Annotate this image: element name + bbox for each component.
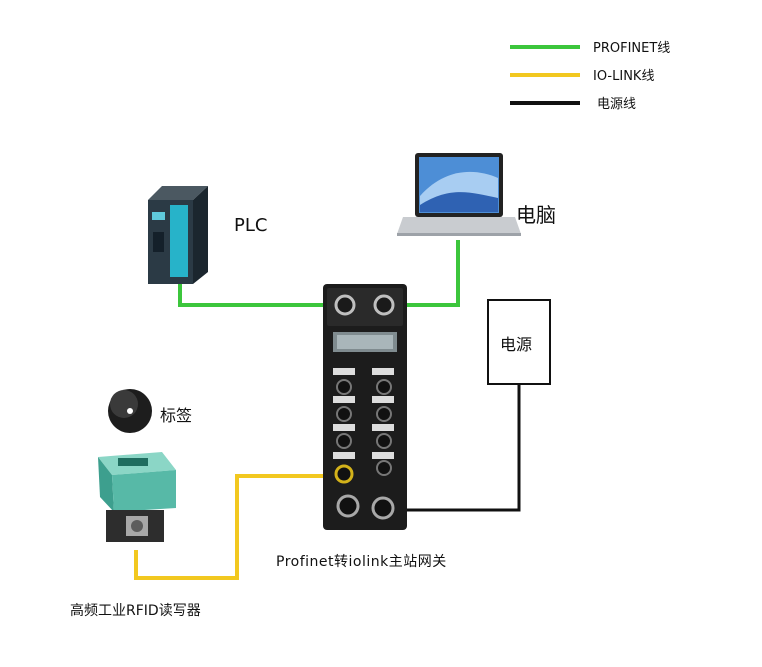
reader-logo — [118, 458, 148, 466]
legend-label-profinet: PROFINET线 — [593, 41, 671, 56]
profinet-line-plc — [178, 283, 338, 307]
legend-line-profinet — [510, 45, 580, 49]
gateway-label-5 — [333, 424, 355, 431]
reader-connector-pin — [131, 520, 143, 532]
label-power-supply: 电源 — [500, 335, 533, 354]
laptop-wallpaper-wave — [420, 192, 498, 212]
iolink-line-reader — [134, 474, 342, 580]
connection-lines — [134, 240, 521, 580]
gateway-io-port — [336, 433, 352, 449]
laptop-device — [397, 153, 521, 236]
gateway-label-4 — [372, 396, 394, 403]
tag-disc-highlight — [110, 390, 138, 418]
label-computer: 电脑 — [516, 203, 556, 227]
rfid-tag — [108, 389, 152, 433]
gateway-label-6 — [372, 424, 394, 431]
gateway-io-port — [376, 433, 392, 449]
power-line — [392, 384, 521, 512]
label-tag: 标签 — [160, 406, 193, 425]
gateway-io-port — [336, 406, 352, 422]
profinet-line-computer — [388, 240, 460, 307]
gateway-label-2 — [372, 368, 394, 375]
gateway-power-port-2 — [371, 496, 395, 520]
gateway-port-profinet-2 — [373, 294, 395, 316]
gateway-device — [323, 284, 407, 530]
plc-display-strip — [170, 205, 188, 277]
gateway-label-1 — [333, 368, 355, 375]
gateway-label-7 — [333, 452, 355, 459]
gateway-io-port — [376, 460, 392, 476]
gateway-io-port-iolink — [334, 464, 354, 484]
gateway-label-8 — [372, 452, 394, 459]
gateway-io-port — [376, 406, 392, 422]
power-supply-box — [487, 299, 551, 385]
gateway-port-profinet-1 — [334, 294, 356, 316]
reader-side — [112, 470, 176, 512]
label-gateway: Profinet转iolink主站网关 — [276, 554, 447, 570]
laptop-base — [397, 217, 521, 234]
gateway-status-window — [337, 335, 393, 349]
plc-top — [148, 186, 208, 200]
gateway-power-port-1 — [336, 494, 360, 518]
reader-front — [98, 457, 114, 512]
rfid-reader — [98, 452, 176, 542]
gateway-io-port — [336, 379, 352, 395]
legend-label-power: 电源线 — [597, 97, 637, 112]
laptop-base-edge — [397, 233, 521, 236]
legend-line-power — [510, 101, 580, 105]
plc-device — [148, 186, 208, 284]
gateway-label-3 — [333, 396, 355, 403]
legend-line-iolink — [510, 73, 580, 77]
legend-label-iolink: IO-LINK线 — [593, 69, 655, 84]
plc-indicator — [152, 212, 165, 220]
label-plc: PLC — [234, 215, 268, 236]
plc-port — [153, 232, 164, 252]
plc-side — [193, 186, 208, 284]
tag-center-hole — [127, 408, 133, 414]
gateway-io-port — [376, 379, 392, 395]
label-rfid-reader: 高频工业RFID读写器 — [70, 603, 201, 619]
